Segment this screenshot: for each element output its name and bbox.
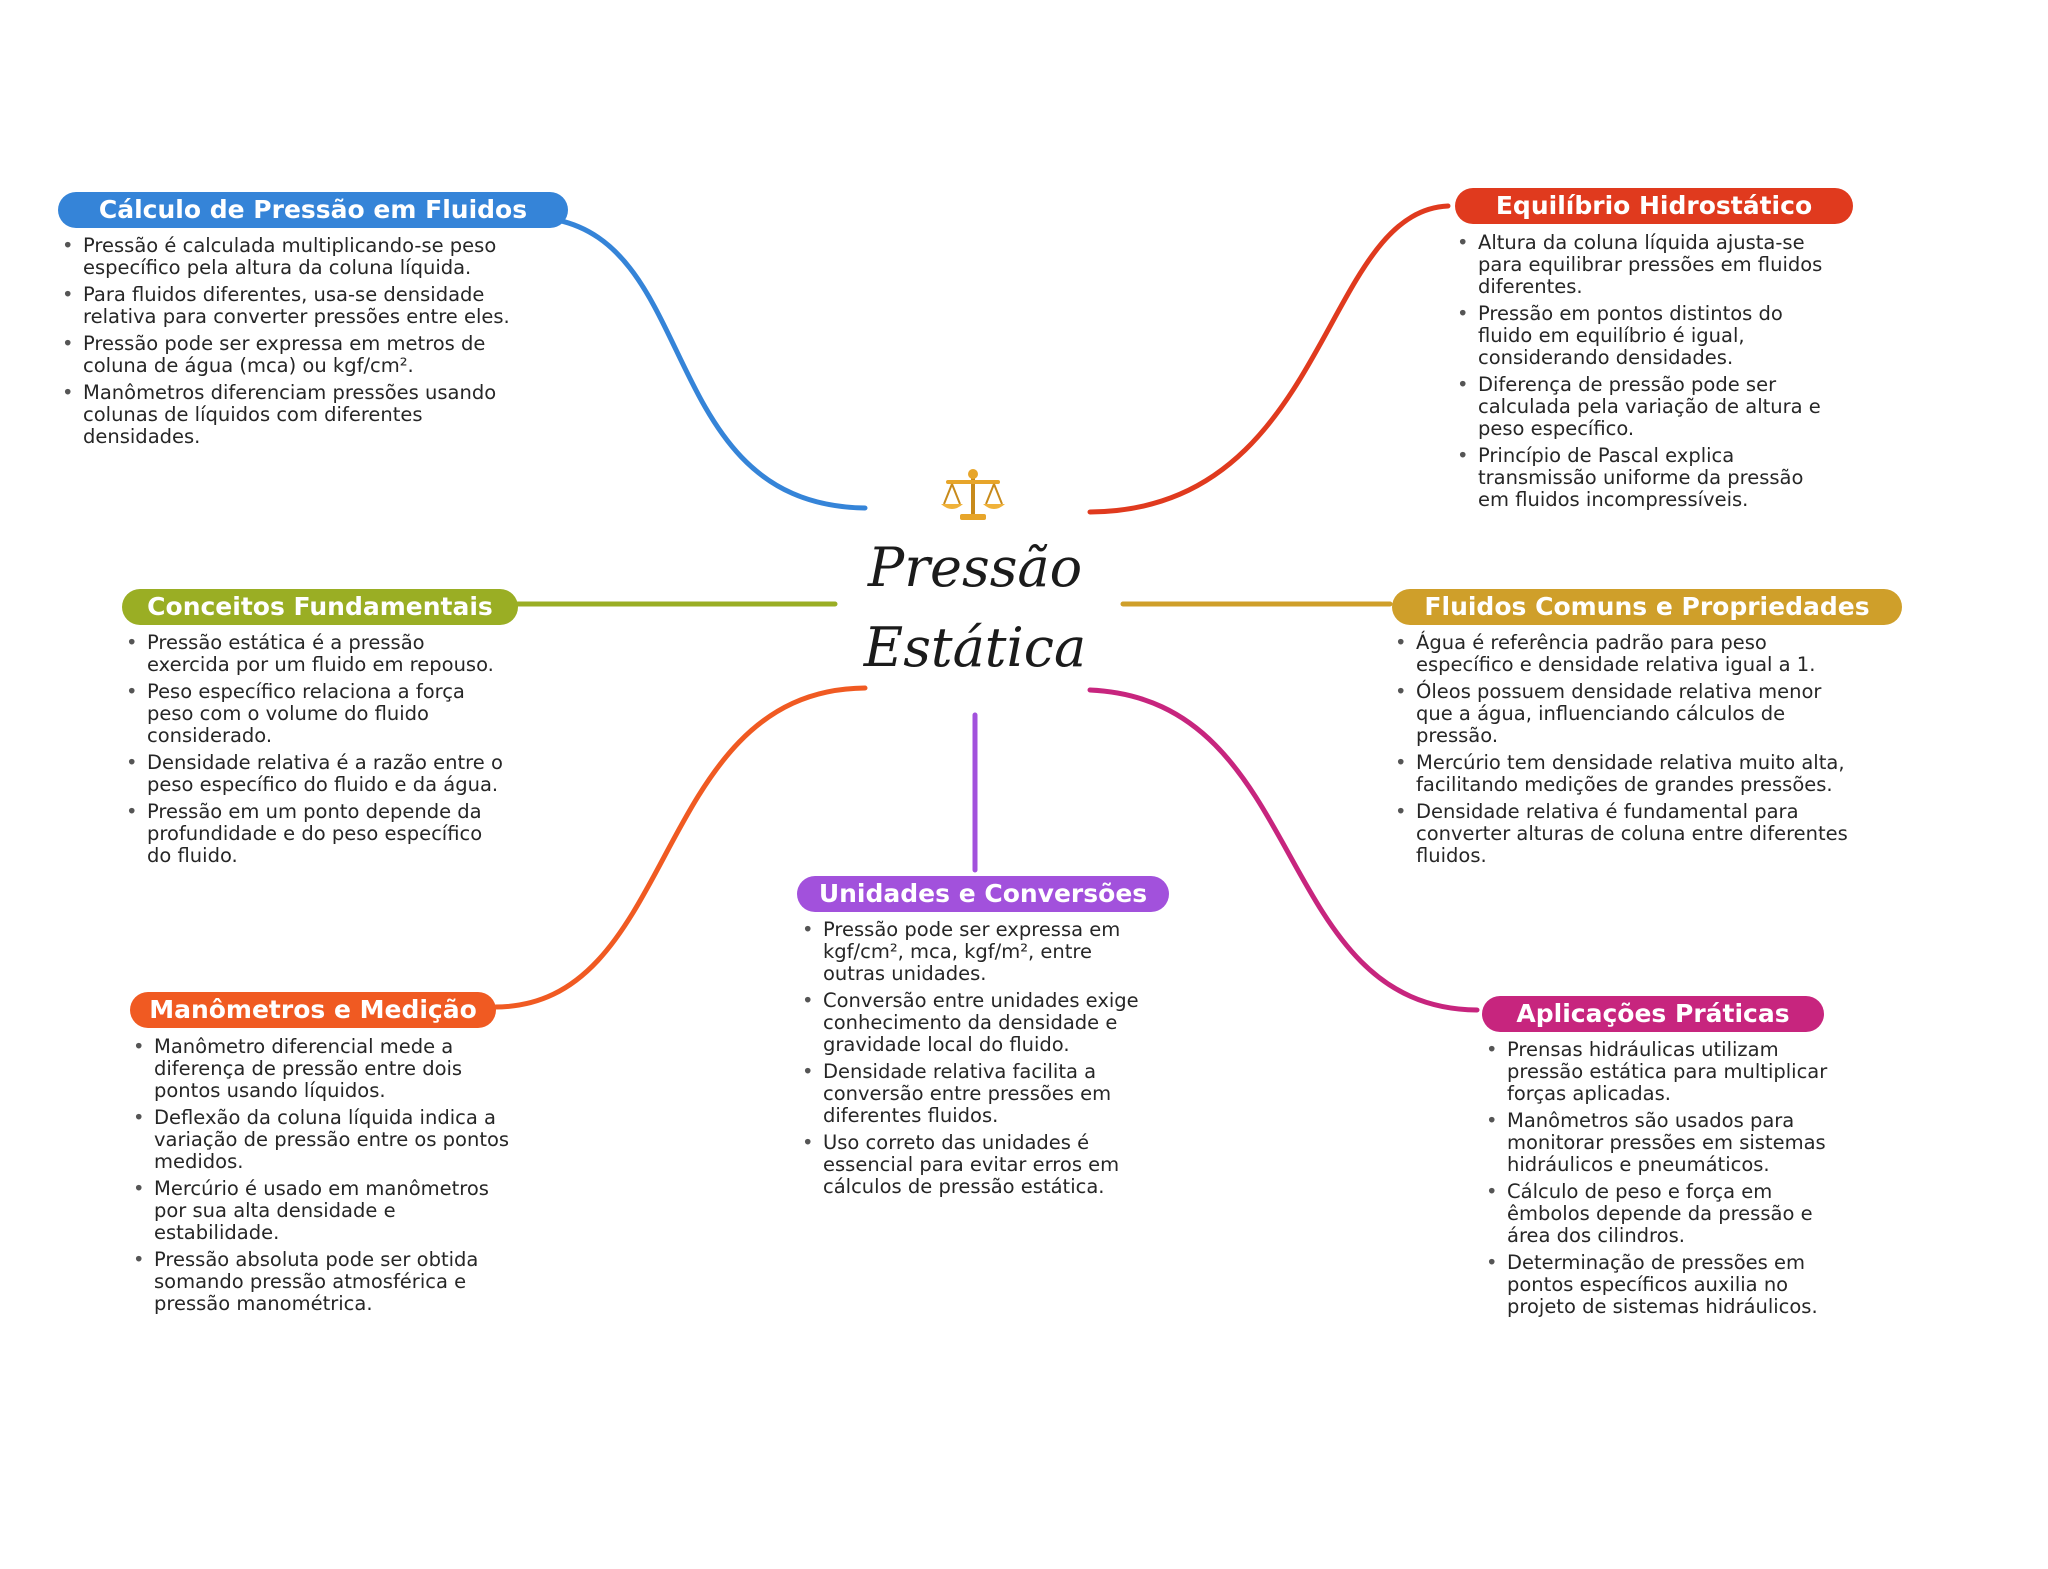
bullet-item: Para fluidos diferentes, usa-se densidad… (60, 284, 525, 328)
bullet-item: Princípio de Pascal explica transmissão … (1455, 445, 1825, 511)
bullet-item: Manômetro diferencial mede a diferença d… (131, 1036, 511, 1102)
branch-title-manometros: Manômetros e Medição (130, 992, 496, 1028)
branch-bullets-aplicacoes: Prensas hidráulicas utilizam pressão est… (1484, 1039, 1844, 1323)
branch-title-fluidos: Fluidos Comuns e Propriedades (1392, 589, 1902, 625)
branch-bullets-unidades: Pressão pode ser expressa em kgf/cm², mc… (800, 919, 1160, 1203)
bullet-item: Peso específico relaciona a força peso c… (124, 681, 504, 747)
bullet-item: Densidade relativa é a razão entre o pes… (124, 752, 504, 796)
bullet-item: Pressão pode ser expressa em kgf/cm², mc… (800, 919, 1160, 985)
connector-manometros (492, 685, 868, 1010)
bullet-item: Densidade relativa facilita a conversão … (800, 1061, 1160, 1127)
bullet-item: Pressão em pontos distintos do fluido em… (1455, 303, 1825, 369)
bullet-item: Cálculo de peso e força em êmbolos depen… (1484, 1181, 1844, 1247)
balance-scale-icon (941, 469, 1005, 520)
bullet-item: Determinação de pressões em pontos espec… (1484, 1252, 1844, 1318)
branch-bullets-conceitos: Pressão estática é a pressão exercida po… (124, 632, 504, 872)
bullet-item: Pressão pode ser expressa em metros de c… (60, 333, 525, 377)
branch-title-calculo: Cálculo de Pressão em Fluidos (58, 192, 568, 228)
center-title-line1: Pressão (867, 536, 1083, 599)
bullet-item: Densidade relativa é fundamental para co… (1393, 801, 1853, 867)
bullet-item: Água é referência padrão para peso espec… (1393, 632, 1853, 676)
bullet-item: Óleos possuem densidade relativa menor q… (1393, 681, 1853, 747)
center-title: Pressão Estática (860, 528, 1090, 688)
connector-equilibrio (1087, 203, 1451, 515)
center-title-line2: Estática (863, 616, 1087, 679)
branch-bullets-calculo: Pressão é calculada multiplicando-se pes… (60, 235, 525, 453)
bullet-item: Pressão absoluta pode ser obtida somando… (131, 1249, 511, 1315)
bullet-item: Diferença de pressão pode ser calculada … (1455, 374, 1825, 440)
branch-bullets-fluidos: Água é referência padrão para peso espec… (1393, 632, 1853, 872)
bullet-item: Deflexão da coluna líquida indica a vari… (131, 1107, 511, 1173)
bullet-item: Pressão estática é a pressão exercida po… (124, 632, 504, 676)
branch-title-aplicacoes: Aplicações Práticas (1482, 996, 1824, 1032)
bullet-item: Mercúrio tem densidade relativa muito al… (1393, 752, 1853, 796)
bullet-item: Conversão entre unidades exige conhecime… (800, 990, 1160, 1056)
branch-bullets-manometros: Manômetro diferencial mede a diferença d… (131, 1036, 511, 1320)
bullet-item: Manômetros são usados para monitorar pre… (1484, 1110, 1844, 1176)
bullet-item: Manômetros diferenciam pressões usando c… (60, 382, 525, 448)
bullet-item: Mercúrio é usado em manômetros por sua a… (131, 1178, 511, 1244)
branch-title-conceitos: Conceitos Fundamentais (122, 589, 518, 625)
connector-calculo (554, 217, 868, 511)
connector-aplicacoes (1087, 687, 1480, 1013)
branch-bullets-equilibrio: Altura da coluna líquida ajusta-se para … (1455, 232, 1825, 516)
branch-title-unidades: Unidades e Conversões (797, 876, 1169, 912)
bullet-item: Pressão é calculada multiplicando-se pes… (60, 235, 525, 279)
bullet-item: Prensas hidráulicas utilizam pressão est… (1484, 1039, 1844, 1105)
bullet-item: Altura da coluna líquida ajusta-se para … (1455, 232, 1825, 298)
bullet-item: Uso correto das unidades é essencial par… (800, 1132, 1160, 1198)
branch-title-equilibrio: Equilíbrio Hidrostático (1455, 188, 1853, 224)
bullet-item: Pressão em um ponto depende da profundid… (124, 801, 504, 867)
